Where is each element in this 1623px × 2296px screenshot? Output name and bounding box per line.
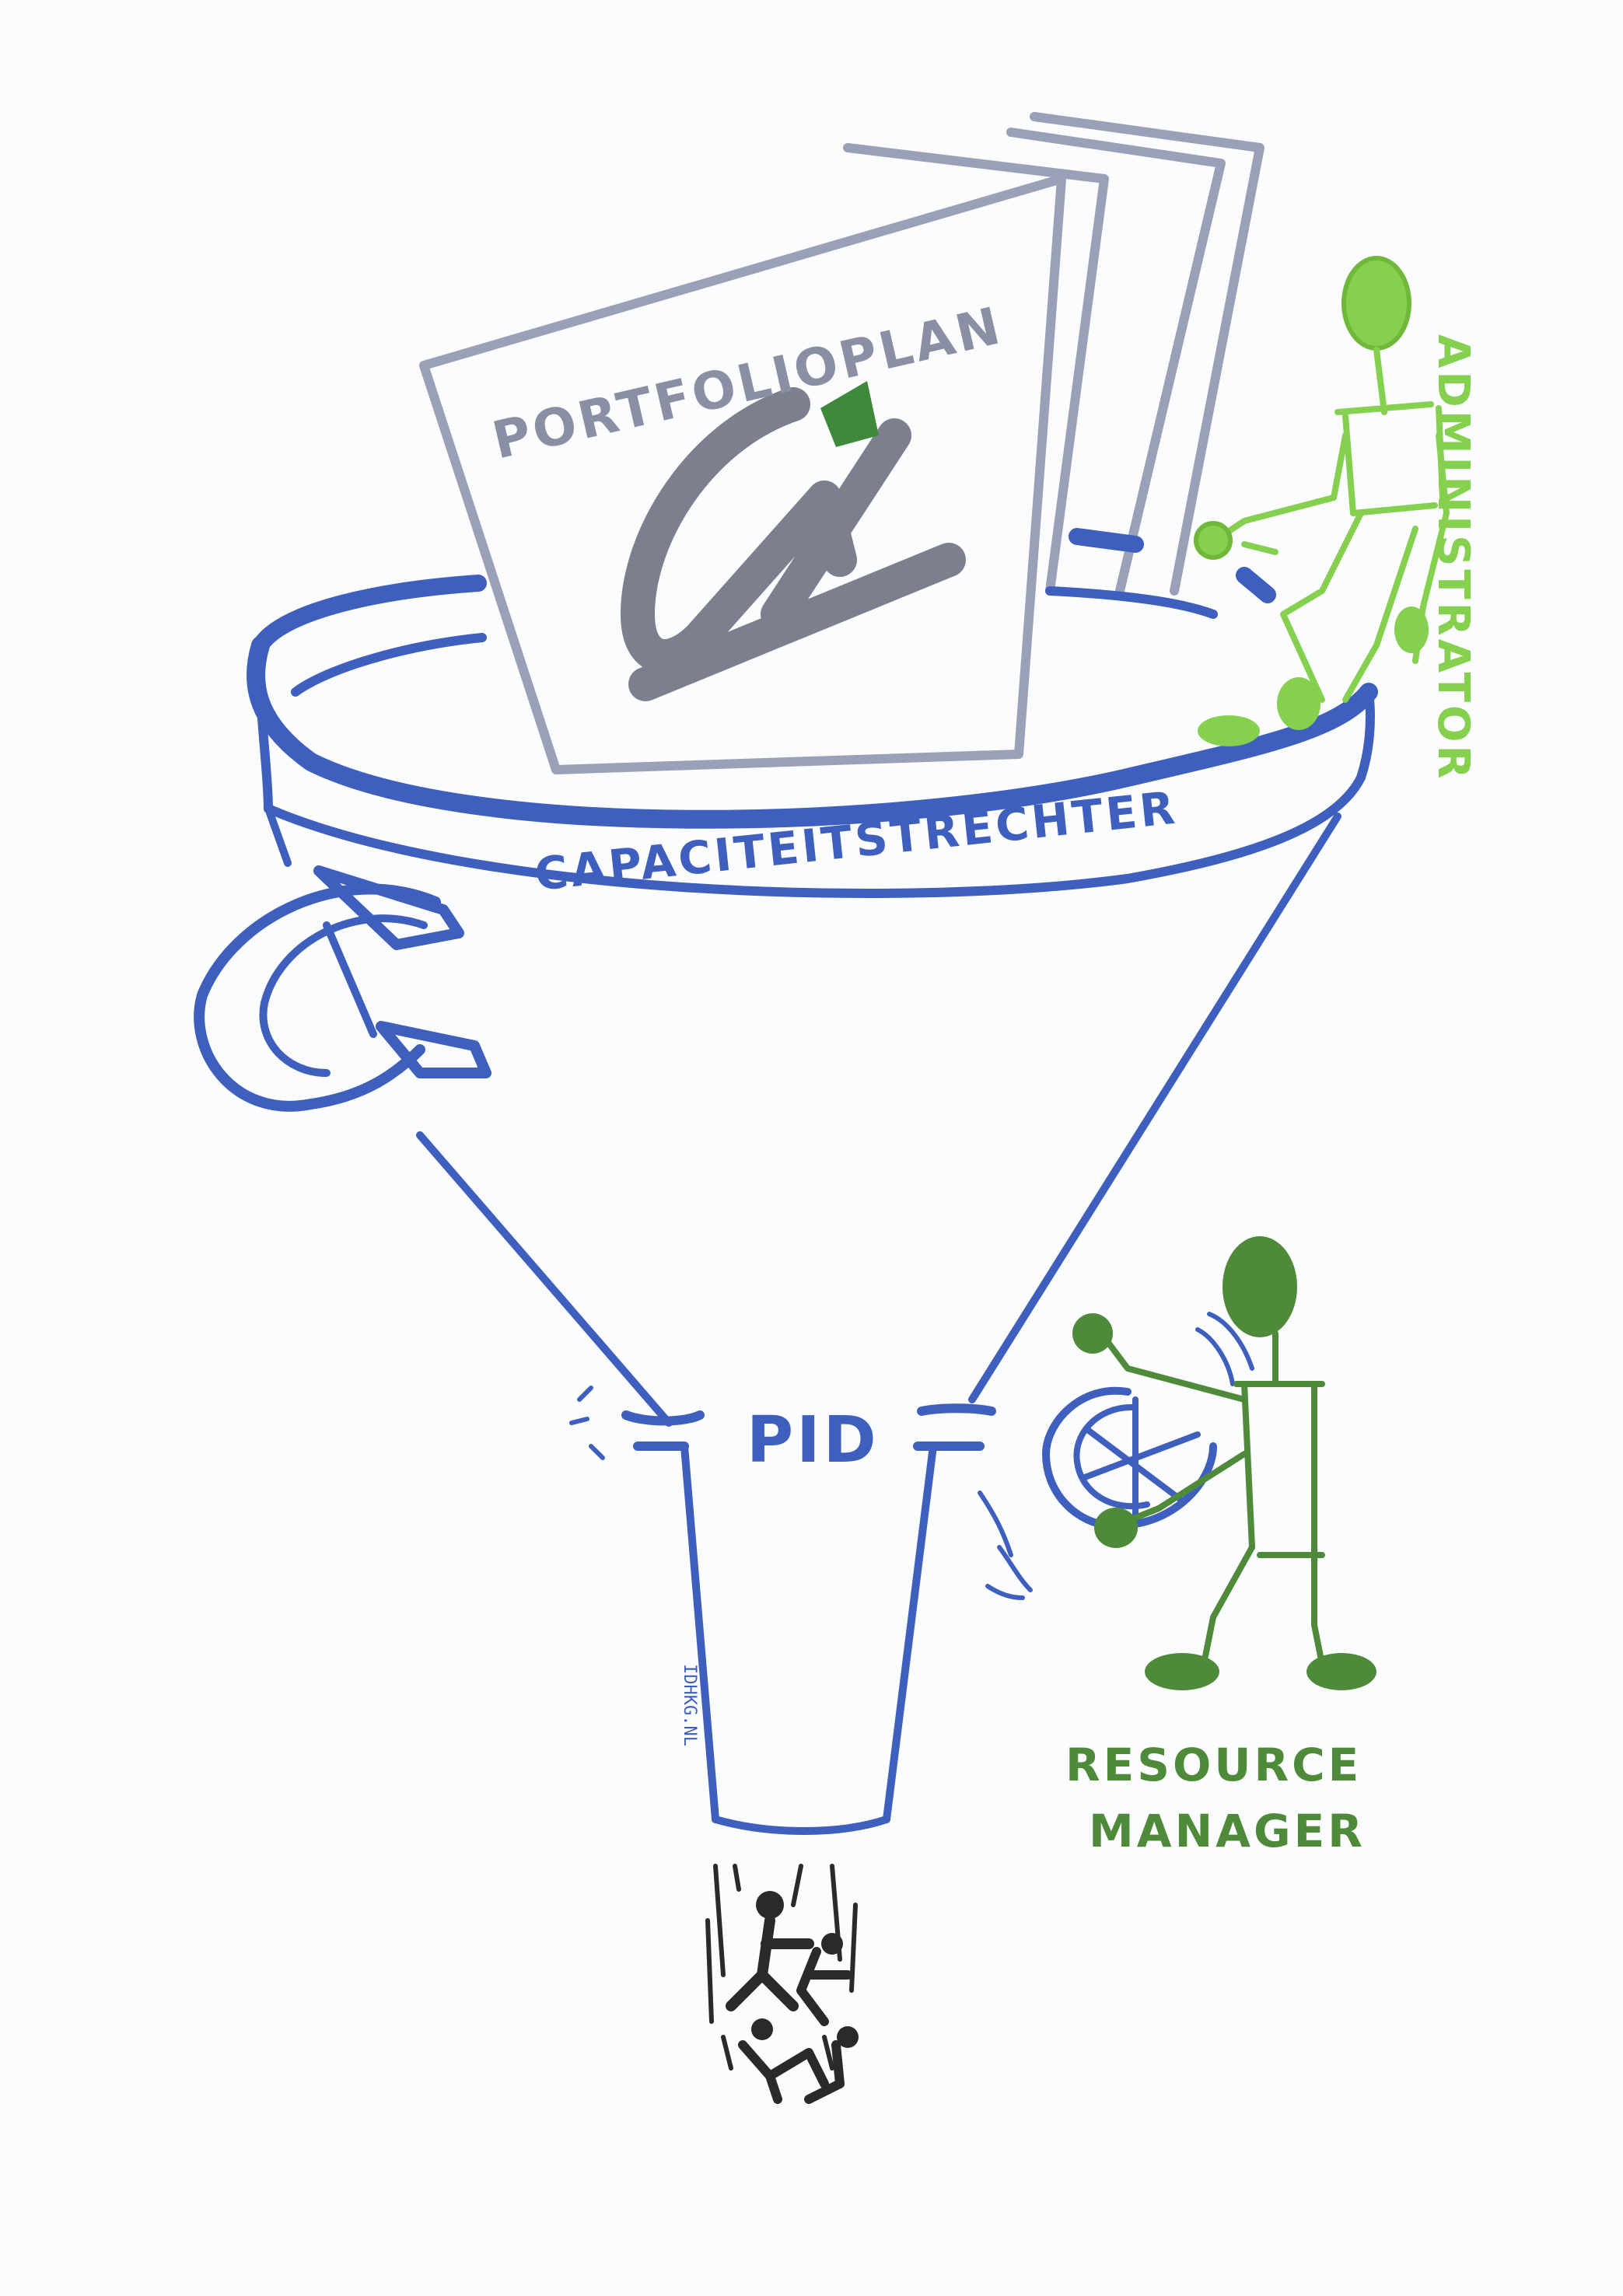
- resource-manager-label-line1: RESOURCE: [1065, 1739, 1362, 1791]
- funnel-band-bottom: [264, 773, 1366, 898]
- document-sheet-back-2: [1006, 128, 1226, 596]
- falling-people: [705, 1864, 859, 2104]
- portfolio-documents: [419, 112, 1264, 774]
- funnel-shake-marks-left: [569, 1386, 605, 1460]
- funnel-neck-right-clamp: [917, 1403, 996, 1416]
- document-sheet-back-1: [843, 143, 1109, 596]
- funnel-cone-right: [968, 813, 1341, 1403]
- funnel-rim-inner-left: [291, 633, 487, 697]
- funnel-spout-left: [680, 1442, 719, 1823]
- funnel-cone-left: [416, 1131, 673, 1427]
- funnel-rim-back-left: [252, 575, 487, 654]
- resource-manager-label-line2: MANAGER: [1089, 1805, 1366, 1857]
- funnel-rim-inner-right: [1045, 586, 1218, 619]
- funnel-rim-dash-2: [1236, 567, 1276, 603]
- resource-manager-figure: [1072, 1236, 1376, 1690]
- funnel-spout-bottom: [712, 1815, 890, 1835]
- funnel-cone-left-mid: [323, 921, 377, 1038]
- funnel-band-left: [254, 641, 273, 813]
- document-sheet-front: [419, 174, 1066, 774]
- funnel-cone-left-top: [264, 805, 292, 867]
- funnel-band-right: [1356, 687, 1375, 782]
- valve-label: PID: [747, 1403, 880, 1477]
- magnet-icon: [194, 865, 491, 1112]
- ca-logo-icon: [621, 381, 966, 701]
- signature: IDHKG.NL: [680, 1664, 699, 1746]
- funnel-spout-right: [883, 1442, 937, 1823]
- funnel-rim-dash-1: [1069, 528, 1144, 553]
- valve-wheel-icon: [1042, 1312, 1254, 1530]
- funnel-rim-front: [247, 636, 1378, 829]
- administrator-label: ADMINISTRATOR: [1428, 334, 1478, 782]
- document-sheet-back-3: [1030, 112, 1264, 596]
- administrator-figure: [1194, 256, 1450, 746]
- funnel: [247, 528, 1378, 1835]
- funnel-neck-left-clamp: [621, 1410, 705, 1426]
- funnel-shake-marks-right: [978, 1490, 1033, 1600]
